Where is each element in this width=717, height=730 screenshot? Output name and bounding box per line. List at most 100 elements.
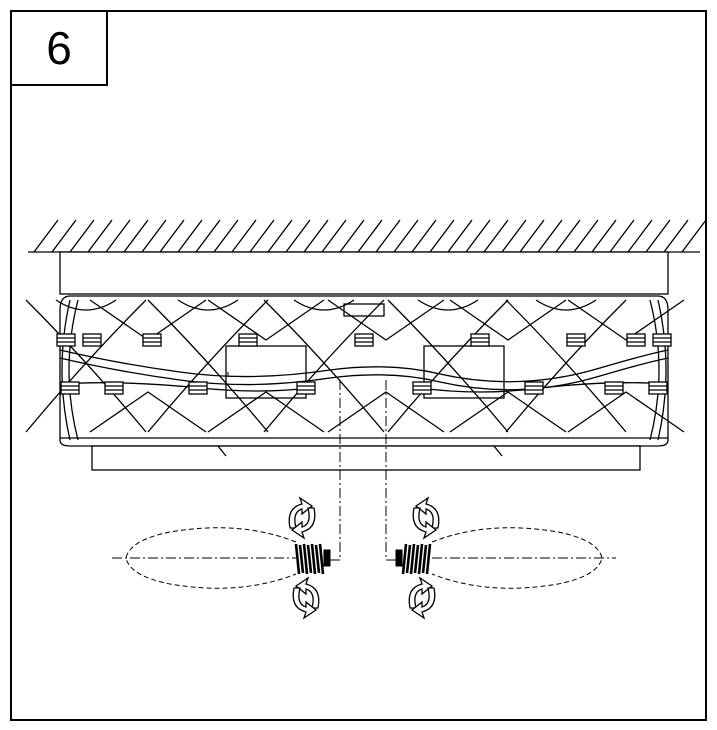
lattice-wire xyxy=(327,299,445,341)
hatch-line xyxy=(231,219,257,253)
wire-binder xyxy=(188,381,208,395)
hatch-line xyxy=(573,219,599,253)
hatch-line xyxy=(501,219,527,253)
hatch-line xyxy=(357,219,383,253)
lattice-wire xyxy=(417,299,479,311)
hatch-line xyxy=(159,219,185,253)
screw-thread xyxy=(318,543,325,575)
rotate-arrow xyxy=(288,496,316,540)
hatch-line xyxy=(429,219,455,253)
lattice-wire xyxy=(263,299,385,433)
hatch-line xyxy=(591,219,617,253)
lattice-wire xyxy=(387,299,509,433)
step-number-box: 6 xyxy=(10,10,108,86)
lattice-wire xyxy=(567,391,685,433)
rotate-arrow xyxy=(412,496,440,540)
lattice-wire xyxy=(449,299,567,341)
hatch-line xyxy=(627,219,653,253)
wire-binder xyxy=(566,333,586,347)
hatch-line xyxy=(663,219,689,253)
lattice-wire xyxy=(207,391,325,433)
lattice-wire xyxy=(147,299,269,433)
screw-thread xyxy=(294,543,301,575)
screw-thread xyxy=(401,543,408,575)
hatch-line xyxy=(33,219,59,253)
hatch-line xyxy=(303,219,329,253)
lattice-wire xyxy=(25,299,147,433)
screw-thread xyxy=(405,544,412,574)
hatch-line xyxy=(51,219,77,253)
bulb-contact xyxy=(323,549,331,567)
hatch-line xyxy=(213,219,239,253)
hatch-line xyxy=(555,219,581,253)
instruction-frame xyxy=(10,10,707,721)
hatch-line xyxy=(69,219,95,253)
wire-binder xyxy=(652,333,672,347)
hatch-line xyxy=(123,219,149,253)
hatch-line xyxy=(537,219,563,253)
lattice-wire xyxy=(177,299,239,311)
candle-bulb-icon xyxy=(395,527,603,589)
wire-binder xyxy=(412,381,432,395)
wire-binder xyxy=(626,333,646,347)
hatch-line xyxy=(465,219,491,253)
screw-thread xyxy=(298,544,305,574)
wire-binder xyxy=(82,333,102,347)
lattice-wire xyxy=(327,391,445,433)
lattice-wire xyxy=(567,299,685,341)
rotate-arrows-icon xyxy=(288,496,440,620)
hatch-line xyxy=(321,219,347,253)
screw-thread xyxy=(413,544,420,574)
lattice-wire xyxy=(89,391,207,433)
hatch-line xyxy=(645,219,671,253)
lattice-wire xyxy=(505,299,627,433)
rotate-arrow xyxy=(408,576,436,620)
hatch-line xyxy=(177,219,203,253)
hatch-line xyxy=(267,219,293,253)
hatch-line xyxy=(519,219,545,253)
lattice-wire xyxy=(535,299,597,311)
lattice-wire xyxy=(207,299,325,341)
hatch-line xyxy=(87,219,113,253)
hatch-line xyxy=(339,219,365,253)
hatch-line xyxy=(285,219,311,253)
wire-binder xyxy=(60,381,80,395)
wire-binder xyxy=(142,333,162,347)
light-fixture-icon xyxy=(25,251,685,471)
alignment-guides xyxy=(112,372,616,561)
lattice-wire xyxy=(449,391,567,433)
hatch-line xyxy=(483,219,509,253)
hatch-line xyxy=(375,219,401,253)
hatch-line xyxy=(105,219,131,253)
screw-thread xyxy=(425,543,432,575)
hatch-line xyxy=(447,219,473,253)
screw-thread xyxy=(417,543,424,575)
hatch-line xyxy=(393,219,419,253)
wire-binder xyxy=(104,381,124,395)
wire-binder xyxy=(604,381,624,395)
lattice-wire xyxy=(25,299,147,433)
screw-thread xyxy=(302,543,309,575)
hatch-line xyxy=(609,219,635,253)
lattice-wire xyxy=(263,299,385,433)
wire-binder xyxy=(56,333,76,347)
wire-binder xyxy=(354,333,374,347)
hatch-line xyxy=(681,219,707,253)
lattice-wire xyxy=(293,299,355,311)
wire-binder xyxy=(470,333,490,347)
lattice-wire xyxy=(387,299,509,433)
screw-thread xyxy=(421,544,428,574)
bulb-contact xyxy=(395,549,403,567)
hatch-line xyxy=(411,219,437,253)
lattice-wire xyxy=(55,299,117,311)
hatch-line xyxy=(141,219,167,253)
wire-binder xyxy=(238,333,258,347)
hatch-line xyxy=(249,219,275,253)
wire-binder xyxy=(648,381,668,395)
ceiling-hatch-icon xyxy=(28,219,707,253)
rotate-arrow xyxy=(292,576,320,620)
screw-thread xyxy=(310,543,317,575)
wire-binder xyxy=(524,381,544,395)
screw-thread xyxy=(409,543,416,575)
